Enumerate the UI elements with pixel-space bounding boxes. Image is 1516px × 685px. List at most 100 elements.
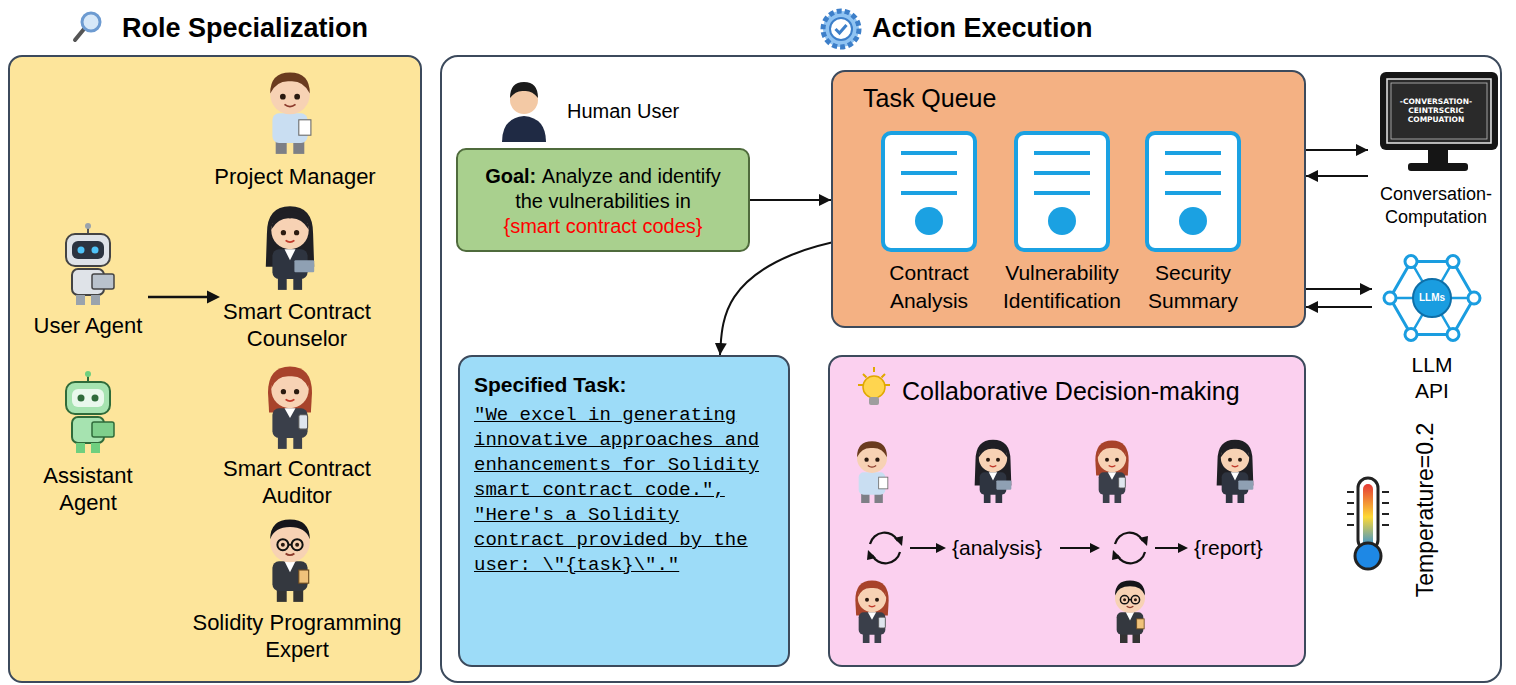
task-queue: Task QueueContract AnalysisVulnerability… [831, 70, 1306, 328]
role-arrow [207, 291, 220, 304]
computer-icon: -CONVERSATION- CEINTRSCRIC COMPUATION Con… [1368, 70, 1504, 235]
flow-arrow [1060, 547, 1092, 549]
document-icon [883, 133, 975, 250]
label-holder: User Agent [23, 312, 153, 339]
document-icon [1147, 133, 1239, 250]
document-icon [901, 153, 957, 193]
placeholder-label: {analysis} [952, 535, 1062, 561]
label-holder: {report} [1194, 535, 1289, 561]
gear-icon [830, 18, 852, 40]
cycle-symbol [870, 533, 898, 544]
cycle-symbol [867, 550, 876, 560]
computer-monitor [1428, 150, 1448, 164]
lightbulb-icon [858, 367, 890, 405]
document-icon [883, 133, 975, 250]
gear-icon [823, 11, 859, 47]
role-panel: Role Specialization [8, 55, 422, 683]
cycle-symbol [1117, 552, 1145, 563]
auditor-avatar [268, 366, 312, 449]
queue-title: Task Queue [863, 84, 1304, 113]
cycle-symbol [1139, 536, 1148, 546]
human-user-icon [502, 82, 546, 142]
thermometer-icon [1347, 492, 1389, 525]
cycle-symbol [1112, 533, 1148, 564]
role-label: Project Manager [195, 163, 395, 190]
icon-label: Conversation-Computation [1368, 183, 1504, 229]
computer-monitor [1391, 83, 1487, 139]
connector-arrow [1306, 175, 1368, 177]
icon-label: LLM API [1402, 352, 1462, 404]
llm-network-icon [1405, 328, 1417, 340]
gear-icon [823, 11, 859, 47]
role-label: Smart Contract Auditor [212, 455, 382, 509]
goal-text: Analyze and identify the vulnerabilities… [515, 165, 721, 212]
execution-panel: Action ExecutionGoal:Analyze and identif… [440, 55, 1502, 683]
document-icon [1165, 153, 1221, 193]
connector-arrow [1306, 288, 1372, 290]
flow-arrow [936, 543, 946, 553]
screen-text: -CONVERSATION- CEINTRSCRIC COMPUATION [1394, 90, 1478, 130]
flow-arrow [910, 543, 1188, 553]
role-arrow [148, 291, 220, 304]
document-icon [1034, 153, 1090, 193]
label-holder: Smart Contract Counselor [212, 298, 382, 352]
gear-icon [836, 25, 847, 33]
panel-title: Action Execution [872, 13, 1093, 44]
task-document: Contract Analysis [864, 133, 994, 325]
cycle-symbol [1115, 533, 1143, 544]
panel-title: Role Specialization [122, 13, 368, 44]
task-label: Vulnerability Identification [992, 259, 1132, 315]
task-label: Security Summary [1133, 259, 1253, 315]
llm-network-icon [1447, 256, 1459, 268]
connector-arrow [1306, 149, 1368, 151]
document-icon [1048, 207, 1076, 235]
project-manager-avatar [270, 73, 311, 154]
label-holder: Human User [567, 99, 727, 124]
counselor-avatar [1217, 440, 1254, 503]
agent-label: User Agent [23, 312, 153, 339]
cycle-symbol [1112, 550, 1121, 560]
label-holder: Project Manager [195, 163, 395, 190]
llm-network-icon [1447, 328, 1459, 340]
llm-network-icon [1390, 262, 1474, 335]
collaboration-box: Collaborative Decision-making [828, 355, 1306, 667]
magnifier-icon [75, 29, 84, 40]
document-icon [1016, 133, 1108, 250]
specified-task-box: Specified Task:"We excel in generating i… [458, 355, 790, 667]
counselor-avatar [266, 206, 314, 290]
connector-arrow [1306, 306, 1372, 308]
label-holder: {analysis} [952, 535, 1062, 561]
expert-avatar [1115, 581, 1145, 644]
placeholder-label: {report} [1194, 535, 1289, 561]
assistant-agent-robot [66, 371, 114, 453]
task-label: Contract Analysis [864, 259, 994, 315]
document-icon [1179, 207, 1207, 235]
box-title: Collaborative Decision-making [902, 377, 1304, 406]
llm-network-icon [1413, 279, 1451, 317]
parameter-label: Temperature=0.2 [1411, 423, 1439, 598]
expert-avatar [270, 519, 310, 602]
thermometer-icon [1347, 478, 1389, 569]
prompt-text: "We excel in generating innovative appro… [474, 403, 774, 578]
cycle-symbol [867, 533, 903, 564]
lightbulb-icon [863, 376, 885, 398]
thermometer-icon [1358, 478, 1378, 550]
goal-label: Goal: [485, 165, 536, 187]
role-label: Smart Contract Counselor [212, 298, 382, 352]
flow-arrow [1090, 543, 1100, 553]
flow-arrow [1155, 547, 1180, 549]
cycle-symbol [894, 536, 903, 546]
flow-arrow [1178, 543, 1188, 553]
auditor-avatar [1095, 441, 1128, 504]
document-icon [915, 207, 943, 235]
icon-inner-text: LLMs [1412, 290, 1452, 306]
project-manager-avatar [857, 441, 888, 503]
cycle-symbol [872, 552, 900, 563]
goal-box: Goal:Analyze and identify the vulnerabil… [456, 148, 750, 252]
magnifier-icon [82, 13, 100, 31]
computer-monitor [1380, 72, 1498, 171]
magnifier-icon [75, 13, 100, 40]
task-document: Vulnerability Identification [992, 133, 1132, 325]
llm-network-icon [1384, 292, 1396, 304]
